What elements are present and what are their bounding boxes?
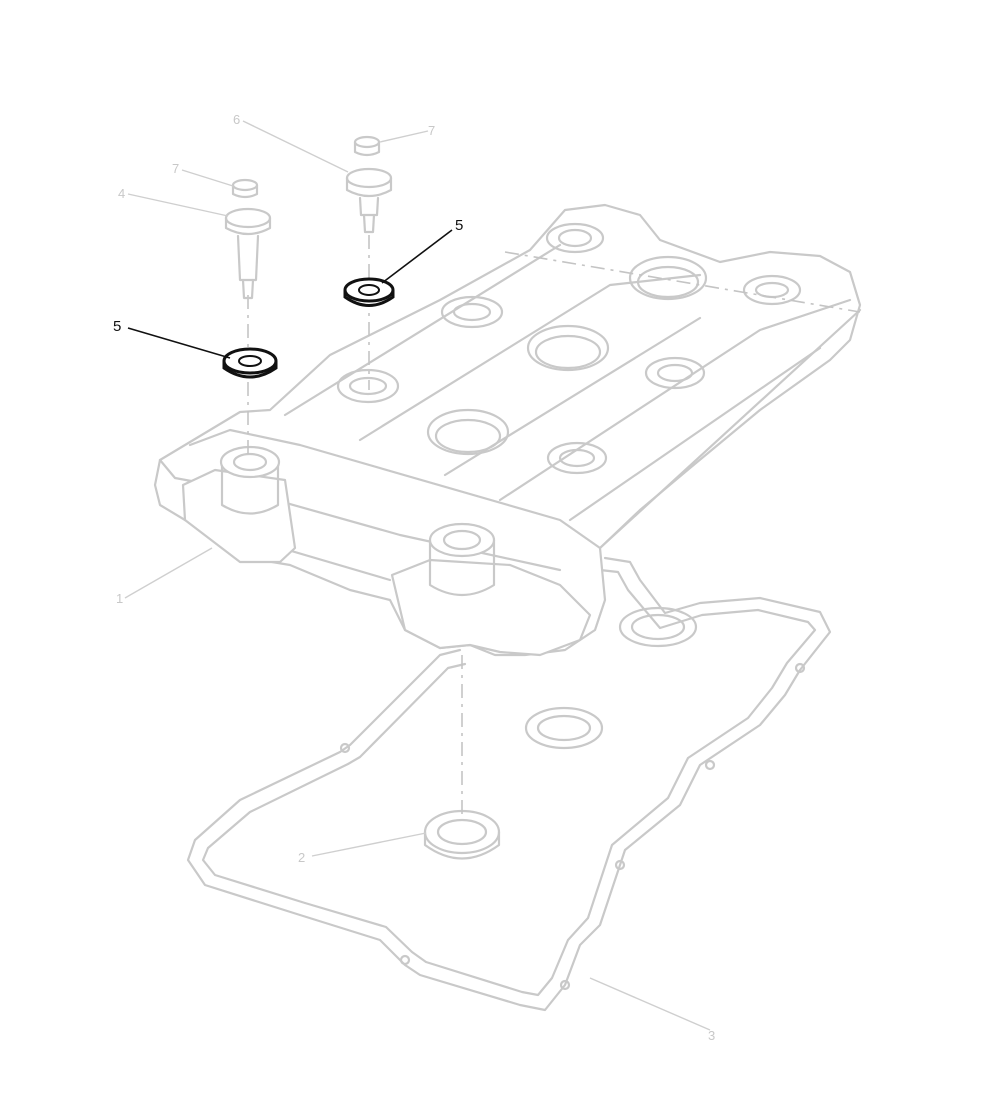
callout-5-left: 5 (113, 318, 121, 335)
leader-3 (589, 977, 711, 1031)
callout-3: 3 (708, 1028, 715, 1043)
cap-right (353, 135, 381, 157)
leader-4 (127, 193, 229, 217)
callout-2: 2 (298, 850, 305, 865)
gasket-seal-ring-rear (618, 606, 698, 648)
cam-cover (153, 203, 862, 657)
spark-plug-seal-ring (423, 809, 501, 860)
callout-5-right: 5 (455, 217, 463, 234)
cover-boss-2 (440, 295, 504, 329)
left-bolt-tower (181, 445, 297, 564)
leader-7-left (181, 169, 234, 187)
cover-boss-1 (545, 222, 605, 254)
callout-6: 6 (233, 112, 240, 127)
callout-7-right: 7 (428, 123, 435, 138)
callout-4: 4 (118, 186, 125, 201)
right-bolt-tower (390, 522, 592, 657)
leader-2 (311, 832, 427, 857)
cap-left (231, 178, 259, 199)
leader-7-right (379, 130, 429, 143)
washer-right-highlighted (343, 277, 395, 307)
centerline-cover-axis (504, 251, 861, 313)
spark-plug-hole-3 (628, 255, 708, 301)
callout-1: 1 (116, 591, 123, 606)
spark-plug-hole-1 (526, 324, 610, 372)
leader-1 (124, 547, 213, 599)
washer-left-highlighted (222, 347, 278, 379)
gasket-seal-ring-middle (524, 706, 604, 750)
bolt-left (224, 207, 272, 300)
callout-7-left: 7 (172, 161, 179, 176)
cover-boss-3 (336, 368, 400, 404)
bolt-right (345, 167, 393, 234)
spark-plug-hole-2 (426, 408, 510, 456)
leader-5-left (127, 327, 231, 359)
leader-5-right (381, 229, 453, 284)
leader-6 (242, 120, 349, 173)
cover-gasket (186, 556, 832, 1012)
cover-boss-5 (644, 356, 706, 390)
cover-boss-6 (546, 441, 608, 475)
